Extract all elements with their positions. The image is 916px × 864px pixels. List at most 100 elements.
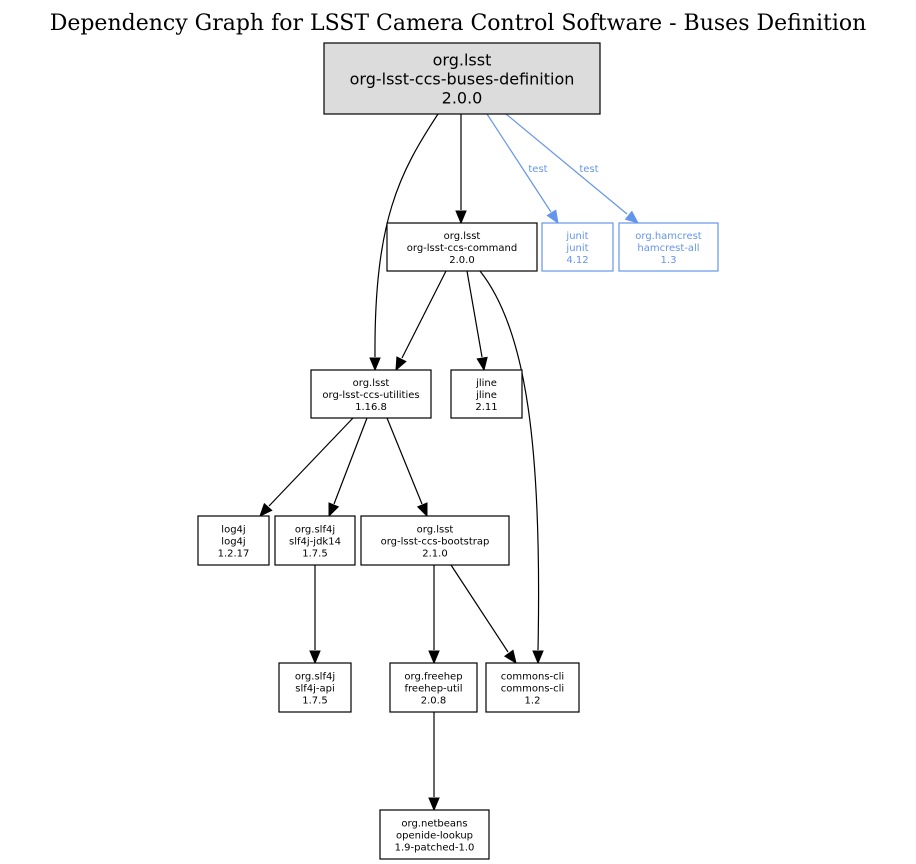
node-version: 4.12 <box>566 255 588 266</box>
arrowhead <box>395 356 407 372</box>
arrowhead <box>369 357 381 372</box>
node-box <box>386 222 538 272</box>
edge-buses-hamcrest: test <box>505 113 640 224</box>
arrowhead <box>624 210 640 224</box>
nodes-layer: org.lsstorg-lsst-ccs-buses-definition2.0… <box>197 42 719 860</box>
edges-layer: test test <box>259 113 640 812</box>
edge-bootstrap-freehep <box>428 565 440 665</box>
node-artifact: hamcrest-all <box>637 243 699 254</box>
node-group: org.slf4j <box>295 525 335 536</box>
arrowhead <box>259 502 273 517</box>
node-buses: org.lsstorg-lsst-ccs-buses-definition2.0… <box>323 42 601 115</box>
node-group: org.lsst <box>444 231 481 242</box>
edge-line <box>333 417 368 505</box>
node-artifact: slf4j-jdk14 <box>289 537 341 548</box>
node-box <box>310 369 432 419</box>
arrowhead <box>428 797 440 812</box>
arrowhead <box>546 209 559 225</box>
node-group: log4j <box>221 525 245 536</box>
node-artifact: slf4j-api <box>295 684 335 695</box>
node-version: 1.3 <box>661 255 677 266</box>
node-version: 1.9-patched-1.0 <box>395 843 475 854</box>
node-box <box>197 515 270 566</box>
edge-label: test <box>528 164 547 175</box>
node-box <box>323 42 601 115</box>
arrowhead <box>455 210 467 225</box>
arrowhead <box>428 650 440 665</box>
node-artifact: openide-lookup <box>396 831 473 842</box>
node-version: 2.11 <box>475 402 497 413</box>
edge-line <box>505 113 628 215</box>
node-group: org.lsst <box>353 378 390 389</box>
arrowhead <box>309 650 321 665</box>
edge-buses-utilities <box>369 113 439 372</box>
node-box <box>379 809 490 860</box>
node-artifact: org-lsst-ccs-bootstrap <box>381 537 490 548</box>
node-version: 1.2.17 <box>218 549 250 560</box>
node-artifact: freehep-util <box>405 684 463 695</box>
edge-line <box>374 113 439 358</box>
edge-buses-junit: test <box>486 113 559 225</box>
arrowhead <box>416 502 428 518</box>
node-box <box>541 222 614 272</box>
edge-line <box>479 270 540 651</box>
arrowhead <box>328 502 340 518</box>
node-artifact: jline <box>475 390 497 401</box>
node-group: org.slf4j <box>295 672 335 683</box>
node-artifact: org-lsst-ccs-buses-definition <box>350 70 575 89</box>
node-version: 2.0.8 <box>421 696 446 707</box>
edge-bootstrap-commonscli <box>450 564 517 665</box>
node-version: 1.7.5 <box>302 549 327 560</box>
node-version: 2.0.0 <box>442 89 483 108</box>
edge-line <box>268 417 354 507</box>
edge-command-utilities <box>395 270 447 372</box>
edge-line <box>450 564 509 653</box>
node-artifact: commons-cli <box>501 684 564 695</box>
node-box <box>278 662 352 713</box>
edge-label: test <box>579 164 598 175</box>
node-box <box>389 662 478 713</box>
node-artifact: log4j <box>221 537 245 548</box>
edge-command-jline <box>466 270 488 372</box>
edge-slf4jjdk-slf4japi <box>309 565 321 665</box>
node-box <box>618 222 719 272</box>
node-group: junit <box>565 231 588 242</box>
node-box <box>360 515 510 566</box>
edge-line <box>486 113 552 213</box>
node-group: org.lsst <box>433 51 492 70</box>
node-version: 2.1.0 <box>422 549 447 560</box>
graph-title: Dependency Graph for LSST Camera Control… <box>50 11 867 36</box>
node-version: 2.0.0 <box>449 255 474 266</box>
edge-utilities-log4j <box>259 417 354 517</box>
edge-line <box>401 270 447 359</box>
edge-utilities-bootstrap <box>386 417 428 518</box>
node-box <box>450 369 523 419</box>
node-group: commons-cli <box>501 672 564 683</box>
node-group: org.netbeans <box>401 819 467 830</box>
node-lookup: org.netbeansopenide-lookup1.9-patched-1.… <box>379 809 490 860</box>
node-artifact: org-lsst-ccs-command <box>407 243 517 254</box>
node-group: jline <box>475 378 497 389</box>
node-group: org.freehep <box>404 672 462 683</box>
edge-utilities-slf4jjdk <box>328 417 368 518</box>
node-artifact: org-lsst-ccs-utilities <box>322 390 419 401</box>
node-version: 1.16.8 <box>355 402 387 413</box>
node-version: 1.2 <box>525 696 541 707</box>
edge-line <box>466 270 483 358</box>
node-group: org.lsst <box>417 525 454 536</box>
edge-buses-command <box>455 114 467 225</box>
arrowhead <box>476 356 488 372</box>
edge-line <box>386 417 423 505</box>
arrowhead <box>503 649 517 665</box>
